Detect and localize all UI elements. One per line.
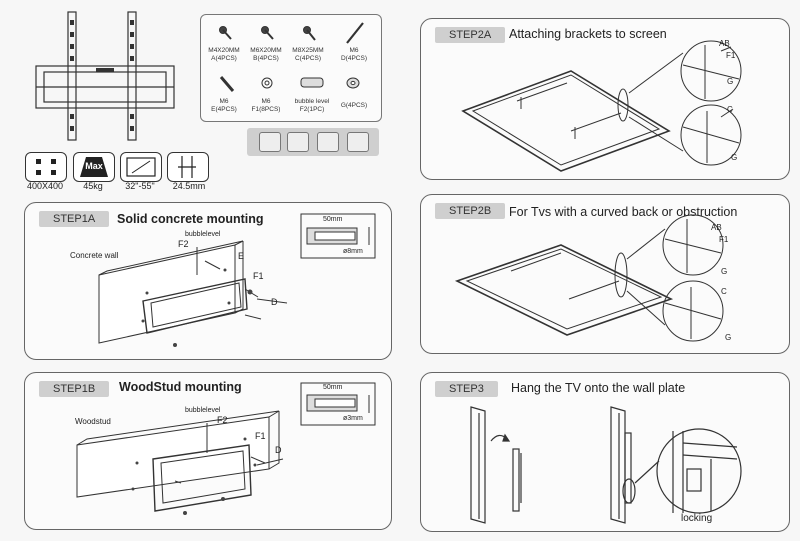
- diameter-label-b: ø3mm: [343, 415, 363, 422]
- step2a-tag: STEP2A: [435, 27, 506, 43]
- g-label-2a-top: G: [727, 77, 734, 86]
- depth-label-b: 50mm: [323, 384, 343, 391]
- step2b-title: For Tvs with a curved back or obstructio…: [509, 205, 738, 219]
- part-e-label: M6 E(4PCS): [211, 98, 237, 113]
- c-label-2a: C: [727, 105, 733, 114]
- tools-row: [247, 128, 379, 156]
- part-d-label: M6 D(4PCS): [340, 47, 367, 62]
- screw-b-icon: [261, 26, 274, 40]
- depth-spec-label: 24.5mm: [172, 181, 206, 191]
- screw-a-icon: [219, 26, 232, 40]
- wrench-icon: [317, 132, 339, 152]
- spacer-g-icon: [346, 77, 360, 89]
- step1a-panel: STEP1A Solid concrete mounting Concrete …: [24, 202, 392, 360]
- step3-panel: STEP3 Hang the TV onto the wall plate lo…: [420, 372, 790, 532]
- screw-c-icon: [303, 26, 316, 41]
- step2a-title: Attaching brackets to screen: [509, 27, 667, 41]
- part-c-label: M8X25MM C(4PCS): [292, 47, 324, 62]
- hardware-parts-box: M4X20MM A(4PCS) M6X20MM B(4PCS) M8X25MM …: [200, 14, 382, 122]
- f1-label-b: F1: [255, 431, 266, 441]
- hand-tool-icon: [347, 132, 369, 152]
- max-label: Max: [85, 161, 103, 171]
- woodstud-label: Woodstud: [75, 417, 111, 426]
- hang-tv-illustration: [470, 406, 742, 524]
- ab-label-2b: AB: [711, 223, 722, 232]
- vesa-spec-label: 400X400: [26, 181, 64, 191]
- depth-label: 50mm: [323, 216, 343, 223]
- step2b-tag: STEP2B: [435, 203, 506, 219]
- f2-label: F2: [178, 239, 189, 249]
- vesa-spec-icon: [25, 152, 67, 182]
- g-label-2b-bottom: G: [725, 333, 732, 342]
- step3-tag: STEP3: [435, 381, 498, 397]
- g-label-2a-bottom: G: [731, 153, 738, 162]
- curved-back-illustration: [454, 214, 724, 342]
- f1-label: F1: [253, 271, 264, 281]
- step2a-panel: STEP2A Attaching brackets to screen AB F…: [420, 18, 790, 180]
- washer-f1-icon: [261, 77, 273, 89]
- d-label: D: [271, 297, 278, 307]
- f1-label-2b: F1: [719, 235, 729, 244]
- concrete-wall-label: Concrete wall: [70, 251, 119, 260]
- d-label-b: D: [275, 445, 282, 455]
- max-weight-icon: Max: [73, 152, 115, 182]
- depth-spec-icon: [167, 152, 209, 182]
- diameter-label: ø8mm: [343, 248, 363, 255]
- e-label: E: [238, 251, 245, 261]
- part-g-label: G(4PCS): [340, 102, 368, 109]
- step1b-panel: STEP1B WoodStud mounting Woodstud bubble…: [24, 372, 392, 530]
- locking-label: locking: [681, 513, 713, 524]
- part-f1-label: M6 F1(8PCS): [251, 98, 281, 113]
- step1a-tag: STEP1A: [39, 211, 110, 227]
- attach-brackets-illustration: [461, 40, 742, 172]
- bubblelevel-label-b: bubblelevel: [185, 407, 221, 414]
- f1-label-2a: F1: [726, 51, 736, 60]
- drill-icon: [259, 132, 281, 152]
- step1b-title: WoodStud mounting: [119, 380, 242, 394]
- part-f2-label: bubble level F2(1PC): [294, 98, 330, 113]
- part-a-label: M4X20MM A(4PCS): [208, 47, 240, 62]
- step1a-title: Solid concrete mounting: [117, 212, 264, 226]
- screen-size-icon: [120, 152, 162, 182]
- screwdriver-icon: [287, 132, 309, 152]
- f2-label-b: F2: [217, 415, 228, 425]
- long-bolt-d-icon: [346, 22, 364, 44]
- step1b-tag: STEP1B: [39, 381, 110, 397]
- concrete-mounting-illustration: [98, 213, 376, 347]
- screen-size-label: 32"-55": [125, 181, 155, 191]
- ab-label: AB: [719, 39, 730, 48]
- c-label-2b: C: [721, 287, 727, 296]
- step3-title: Hang the TV onto the wall plate: [511, 381, 686, 395]
- weight-spec-label: 45kg: [83, 181, 103, 191]
- step2b-panel: STEP2B For Tvs with a curved back or obs…: [420, 194, 790, 354]
- bubble-level-f2-icon: [300, 77, 324, 88]
- anchor-e-icon: [219, 76, 235, 92]
- bubblelevel-label: bubblelevel: [185, 231, 221, 238]
- wall-plate-illustration: [35, 11, 175, 141]
- g-label-2b-top: G: [721, 267, 728, 276]
- woodstud-mounting-illustration: [76, 382, 376, 515]
- part-b-label: M6X20MM B(4PCS): [250, 47, 282, 62]
